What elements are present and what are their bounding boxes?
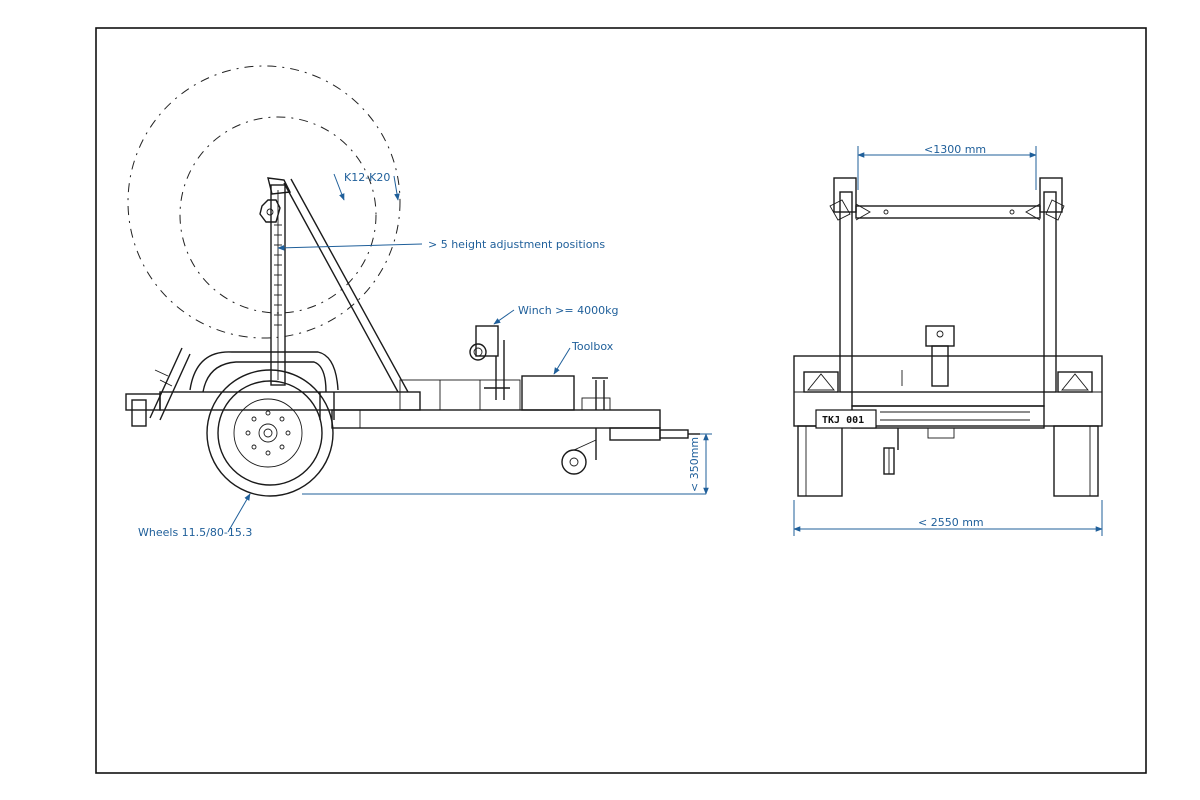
rear-light-left (803, 371, 839, 393)
center-post (901, 325, 955, 387)
rear-wheel-left (797, 425, 843, 497)
rear-stand (125, 347, 191, 427)
reel-size-label: K12-K20 (344, 171, 390, 184)
tow-coupling (609, 427, 700, 441)
chassis (159, 379, 661, 429)
ground-clearance-label: < 350mm (688, 437, 701, 492)
rear-jockey-wheel (883, 428, 899, 475)
license-plate (815, 409, 877, 429)
license-plate-text: TKJ 001 (822, 415, 864, 426)
fender-arch (189, 351, 339, 391)
rear-wheel-right (1053, 425, 1099, 497)
upright-left (839, 191, 853, 393)
wheels-label: Wheels 11.5/80-15.3 (138, 526, 252, 539)
winch (469, 325, 510, 400)
cross-beam (855, 203, 1041, 221)
mast (259, 177, 292, 386)
toolbox-label: Toolbox (571, 340, 614, 353)
rear-view: TKJ 001 <1300 mm < 2550 mm (793, 143, 1103, 536)
reel-outline-large (127, 65, 401, 339)
jockey-wheel (561, 377, 611, 475)
drawing-frame (95, 27, 1147, 774)
height-positions-label: > 5 height adjustment positions (428, 238, 605, 251)
upright-right (1043, 191, 1057, 393)
inner-width-label: <1300 mm (924, 143, 986, 156)
winch-label: Winch >= 4000kg (518, 304, 618, 317)
overall-width-label: < 2550 mm (918, 516, 984, 529)
toolbox (521, 375, 575, 411)
rear-light-right (1057, 371, 1093, 393)
side-view: K12-K20 > 5 height adjustment positions … (125, 65, 712, 539)
support-strut (283, 178, 409, 393)
wheel (206, 369, 334, 497)
